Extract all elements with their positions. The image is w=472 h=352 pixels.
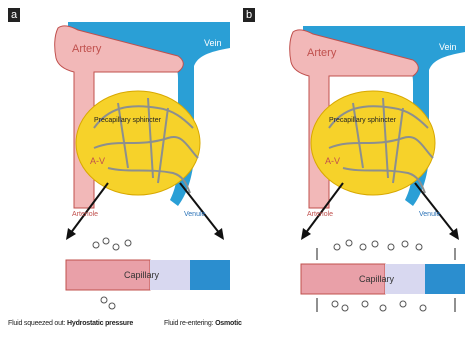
caption-right-prefix: Fluid re-entering: bbox=[164, 320, 215, 327]
label-av: A-V bbox=[325, 156, 340, 166]
caption-left-prefix: Fluid squeezed out: bbox=[8, 320, 67, 327]
label-capillary: Capillary bbox=[359, 274, 395, 284]
label-venule: Venule bbox=[419, 211, 441, 218]
panel-b: Artery Vein Precapillary sphincter A-V A… bbox=[243, 8, 465, 346]
panel-b-diagram: Artery Vein Precapillary sphincter A-V A… bbox=[243, 8, 465, 346]
label-vein: Vein bbox=[439, 42, 457, 52]
panel-a-diagram: Artery Vein Precapillary sphincter A-V A… bbox=[8, 8, 230, 346]
label-arteriole: Arteriole bbox=[307, 211, 333, 218]
caption-left-bold: Hydrostatic pressure bbox=[67, 320, 133, 327]
panel-a: Artery Vein Precapillary sphincter A-V A… bbox=[8, 8, 230, 346]
label-artery: Artery bbox=[72, 43, 102, 55]
label-sphincter: Precapillary sphincter bbox=[329, 117, 397, 124]
label-av: A-V bbox=[90, 156, 105, 166]
arrow-left-head bbox=[301, 228, 311, 240]
label-arteriole: Arteriole bbox=[72, 211, 98, 218]
label-artery: Artery bbox=[307, 47, 337, 59]
label-vein: Vein bbox=[204, 38, 222, 48]
label-venule: Venule bbox=[184, 211, 206, 218]
panel-letter-b: b bbox=[243, 8, 255, 22]
capillary-blue-segment bbox=[425, 264, 465, 294]
arrow-left-head bbox=[66, 228, 76, 240]
caption-left: Fluid squeezed out: Hydrostatic pressure bbox=[8, 320, 133, 327]
arrow-right bbox=[415, 183, 455, 234]
capillary-blue-segment bbox=[190, 260, 230, 290]
label-sphincter: Precapillary sphincter bbox=[94, 117, 162, 124]
panel-letter-a: a bbox=[8, 8, 20, 22]
label-capillary: Capillary bbox=[124, 270, 160, 280]
arrow-right bbox=[180, 183, 220, 234]
